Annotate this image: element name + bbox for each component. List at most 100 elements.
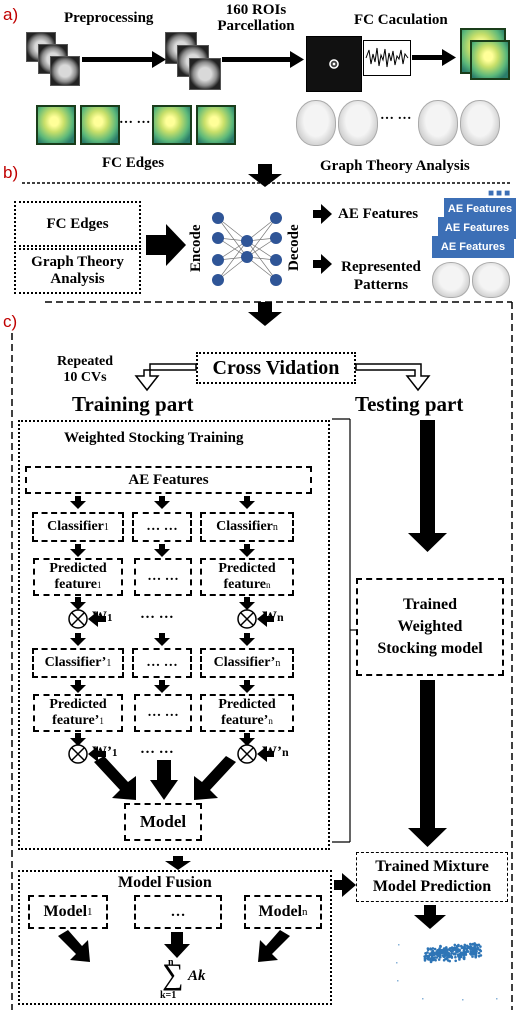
scatter-point — [461, 951, 465, 955]
scatter-point — [463, 945, 466, 948]
fc-edges-label: FC Edges — [102, 155, 165, 171]
panel-b-tag: b) — [3, 163, 19, 182]
scatter-point — [469, 948, 472, 951]
fc-matrix-image — [80, 105, 120, 145]
scatter-point — [471, 943, 474, 946]
fusion-model-text: Model — [43, 903, 88, 920]
predicted-feature-prime-1-box: Predicted feature’1 — [33, 694, 123, 732]
predicted-text: Predicted — [218, 561, 276, 576]
feature-prime-text: feature’ — [221, 713, 269, 728]
fusion-model-subscript: n — [302, 906, 308, 918]
scatter-point — [475, 950, 478, 953]
predicted-feature-1-box: Predicted feature1 — [33, 558, 123, 596]
weight-subscript: 1 — [107, 612, 113, 624]
feature-text: feature — [54, 577, 98, 592]
scatter-point — [455, 944, 459, 948]
sum-term: Ak — [188, 968, 206, 984]
scatter-point — [454, 953, 457, 956]
fusion-model-text: Model — [258, 903, 303, 920]
graph-theory-input-box: Graph Theory Analysis — [14, 248, 141, 294]
model-box: Model — [124, 803, 202, 841]
scatter-point — [429, 960, 433, 963]
scatter-point — [454, 959, 457, 963]
brain-image — [460, 100, 500, 146]
predicted-feature-prime-n-box: Predicted feature’n — [200, 694, 294, 732]
scatter-point — [423, 957, 427, 960]
scatter-point — [462, 957, 466, 960]
repeated-cv-label: Repeated 10 CVs — [50, 354, 120, 386]
stack-dots: ■■■ — [488, 188, 513, 199]
brain-image — [338, 100, 378, 146]
scatter-point — [447, 952, 451, 956]
scatter-point — [460, 946, 464, 950]
scatter-point — [446, 956, 449, 959]
trained-line2: Weighted — [397, 618, 463, 635]
time-series-icon — [363, 40, 411, 76]
scatter-point — [431, 950, 435, 954]
scatter-point — [459, 955, 463, 959]
feature-prime-subscript: 1 — [99, 716, 104, 726]
fc-matrix-image — [36, 105, 76, 145]
sum-bottom-index: k=1 — [160, 990, 177, 1001]
scatter-point — [439, 949, 443, 952]
scatter-point — [437, 953, 441, 957]
scatter-point — [466, 950, 470, 953]
fc-ellipsis: … … — [119, 112, 151, 127]
scatter-point — [434, 956, 437, 959]
scatter-point — [442, 955, 446, 958]
fusion-ellipsis-box: … — [134, 895, 222, 929]
graph-theory-line2: Analysis — [50, 271, 105, 287]
ae-feature-stack-box: AE Features — [432, 236, 514, 258]
classifier-prime-subscript: n — [275, 657, 281, 669]
scatter-point — [433, 947, 437, 951]
classifier-prime-1-box: Classifier’1 — [32, 648, 124, 678]
represented-patterns-label: Represented Patterns — [338, 258, 424, 294]
mixture-line2: Model Prediction — [372, 878, 492, 895]
scatter-point — [473, 942, 476, 945]
roi-label-line2: Parcellation — [217, 18, 295, 34]
weight-ellipsis: … … — [140, 606, 174, 622]
weight-prime-subscript: 1 — [112, 747, 118, 759]
classifier-prime-ellipsis-box: … … — [132, 648, 192, 678]
scatter-point — [432, 953, 436, 956]
fc-edges-input-box: FC Edges — [14, 201, 141, 247]
panel-a-arrows — [82, 49, 456, 68]
sum-symbol: ∑ — [162, 958, 184, 991]
scatter-point — [479, 949, 483, 953]
pattern-brain-image — [472, 262, 510, 298]
scatter-point — [439, 945, 442, 948]
scatter-point — [462, 947, 466, 951]
scatter-point — [445, 949, 448, 952]
scatter-point — [469, 952, 472, 955]
brain-image — [296, 100, 336, 146]
classifier-prime-subscript: 1 — [106, 657, 112, 669]
graph-theory-label: Graph Theory Analysis — [320, 158, 470, 174]
ae-feature-stack-box: AE Features — [444, 198, 516, 220]
scatter-point — [453, 943, 457, 947]
weight-subscript: n — [277, 610, 284, 624]
prediction-scatter-plot — [396, 942, 498, 1001]
cross-validation-box: Cross Vidation — [196, 352, 356, 384]
model-fusion-box — [18, 870, 332, 1005]
scatter-point — [452, 948, 456, 952]
predicted-text: Predicted — [49, 561, 107, 576]
feature-text: feature — [223, 577, 267, 592]
scatter-point — [431, 947, 435, 950]
scatter-point — [467, 946, 471, 949]
trained-line3: Stocking model — [377, 640, 483, 657]
classifier-subscript: n — [272, 521, 278, 533]
fc-matrix-image — [470, 40, 510, 80]
scatter-point — [453, 946, 456, 949]
scatter-point — [445, 946, 448, 949]
scatter-point — [454, 955, 457, 959]
scatter-point — [427, 955, 430, 958]
roi-parcellation-image — [306, 36, 362, 92]
autoencoder-network — [212, 212, 282, 286]
preprocessing-label: Preprocessing — [64, 10, 154, 26]
scatter-point — [450, 951, 453, 955]
mixture-prediction-box: Trained Mixture Model Prediction — [356, 852, 508, 902]
